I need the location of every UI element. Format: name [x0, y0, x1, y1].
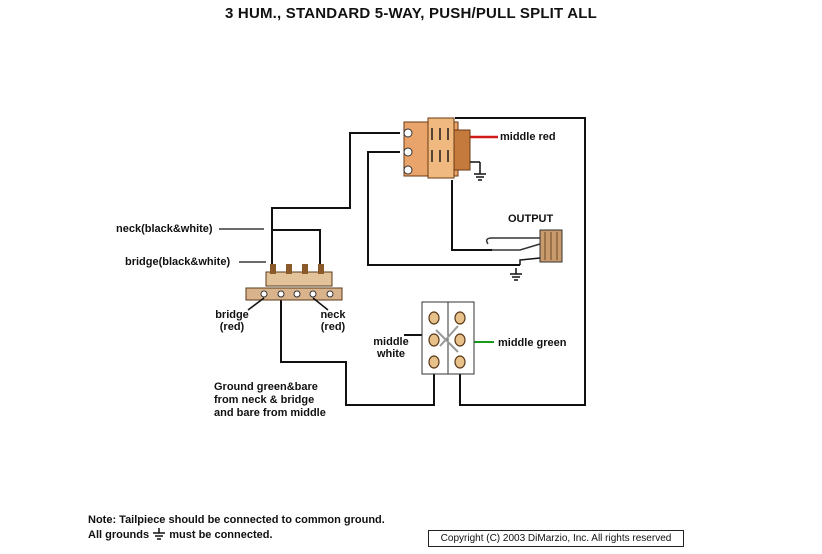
label-middle-white-line1: middle	[373, 336, 409, 348]
label-neck-red-line2: (red)	[320, 321, 346, 333]
label-neck-bw: neck(black&white)	[116, 223, 213, 235]
footnote-line2: All grounds must be connected.	[88, 528, 385, 543]
label-middle-white-line2: white	[376, 348, 406, 360]
label-output: OUTPUT	[508, 213, 554, 225]
label-middle-red: middle red	[500, 131, 556, 143]
footnote: Note: Tailpiece should be connected to c…	[88, 513, 385, 543]
ground-icon	[153, 528, 166, 540]
terminal-strip	[245, 264, 343, 311]
label-ground-line2: from neck & bridge	[214, 394, 315, 406]
diagram-title: 3 HUM., STANDARD 5-WAY, PUSH/PULL SPLIT …	[225, 5, 597, 22]
push-pull-switch	[421, 301, 475, 375]
label-neck-red: neck (red)	[314, 309, 352, 333]
label-ground-line3: and bare from middle	[214, 407, 326, 419]
label-bridge-red: bridge (red)	[210, 309, 254, 333]
label-leaders	[219, 228, 266, 263]
label-ground-line1: Ground green&bare	[214, 381, 318, 393]
label-middle-white: middle white	[368, 336, 414, 360]
black-wires	[271, 117, 586, 406]
label-ground: Ground green&bare from neck & bridge and…	[214, 381, 326, 420]
wire-switch-to-output	[451, 180, 492, 251]
five-way-switch	[403, 117, 487, 181]
footnote-line2-suffix: must be connected.	[169, 529, 273, 541]
wire-switch-to-output-ground	[367, 151, 520, 266]
label-bridge-red-line2: (red)	[219, 321, 245, 333]
footnote-line1: Note: Tailpiece should be connected to c…	[88, 514, 385, 526]
wire-ground-return	[280, 297, 435, 406]
label-neck-red-line1: neck	[320, 309, 346, 321]
wire-switch-to-pushpull	[455, 117, 586, 406]
output-jack	[485, 229, 563, 281]
label-middle-green: middle green	[498, 337, 567, 349]
wire-neck-bw	[271, 132, 400, 272]
label-bridge-bw: bridge(black&white)	[125, 256, 231, 268]
footnote-line2-prefix: All grounds	[88, 529, 150, 541]
label-bridge-red-line1: bridge	[215, 309, 249, 321]
copyright-notice: Copyright (C) 2003 DiMarzio, Inc. All ri…	[428, 530, 684, 547]
